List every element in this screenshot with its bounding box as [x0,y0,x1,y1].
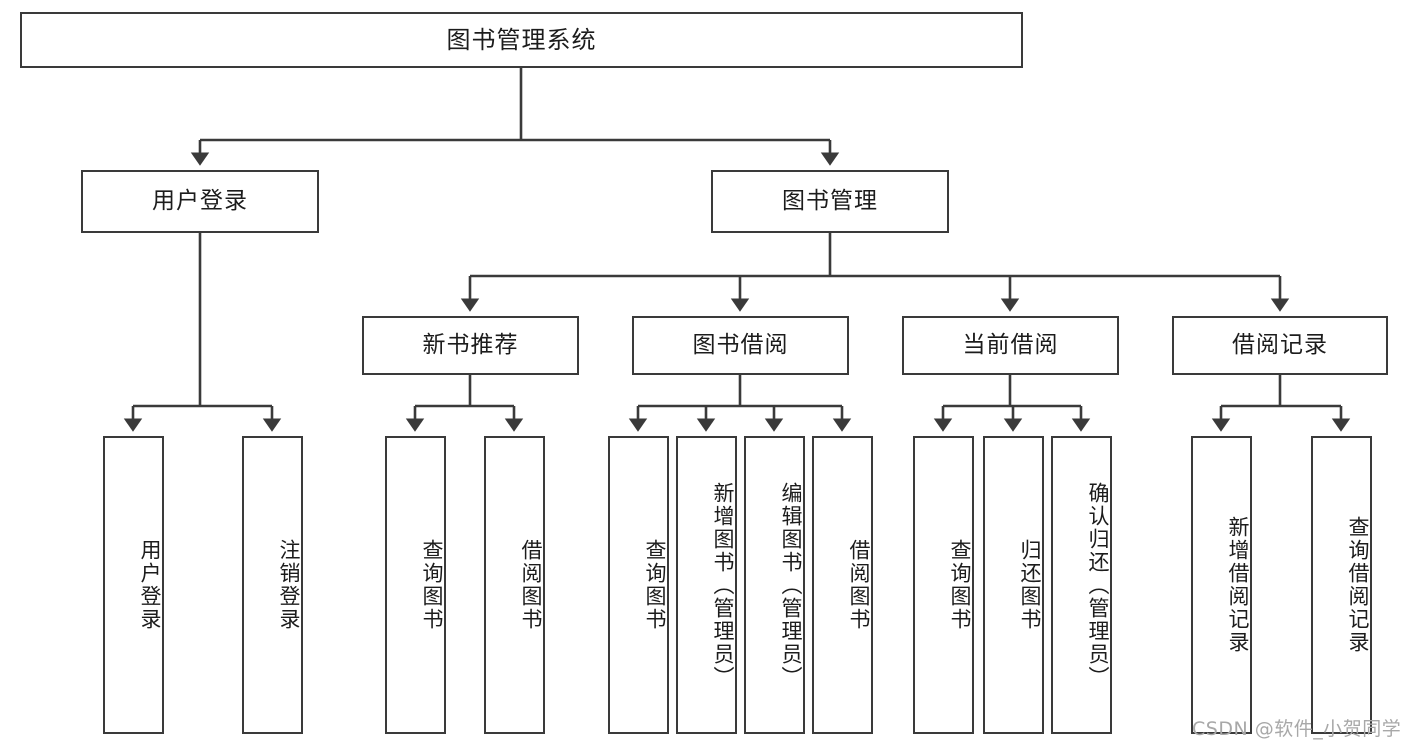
node-root[interactable]: 图书管理系统 [20,12,1023,68]
leaf-borrow-book-label: 借阅图书 [847,539,871,631]
leaf-query-book-recommend[interactable]: 查询图书 [385,436,446,734]
leaf-logout-label: 注销登录 [277,539,301,631]
leaf-borrow-book-recommend-label: 借阅图书 [519,539,543,631]
leaf-user-login-label: 用户登录 [138,539,162,631]
leaf-confirm-return-admin-label: 确认归还（管理员） [1086,481,1110,689]
node-new-book-recommend[interactable]: 新书推荐 [362,316,579,375]
leaf-borrow-book[interactable]: 借阅图书 [812,436,873,734]
leaf-logout[interactable]: 注销登录 [242,436,303,734]
node-borrow-record[interactable]: 借阅记录 [1172,316,1388,375]
leaf-add-borrow-record-label: 新增借阅记录 [1226,516,1250,654]
node-book-borrow[interactable]: 图书借阅 [632,316,849,375]
leaf-edit-book-admin[interactable]: 编辑图书（管理员） [744,436,805,734]
leaf-edit-book-admin-label: 编辑图书（管理员） [779,481,803,689]
node-new-book-recommend-label: 新书推荐 [422,331,519,358]
node-book-borrow-label: 图书借阅 [692,331,789,358]
node-current-borrow[interactable]: 当前借阅 [902,316,1119,375]
node-user-login-label: 用户登录 [152,187,248,214]
node-root-label: 图书管理系统 [446,25,597,54]
leaf-add-book-admin[interactable]: 新增图书（管理员） [676,436,737,734]
leaf-return-book-label: 归还图书 [1018,539,1042,631]
node-user-login[interactable]: 用户登录 [81,170,319,233]
leaf-query-book-borrow-label: 查询图书 [643,539,667,631]
leaf-query-book-current[interactable]: 查询图书 [913,436,974,734]
node-book-management-label: 图书管理 [782,187,878,214]
node-current-borrow-label: 当前借阅 [962,331,1059,358]
leaf-query-book-borrow[interactable]: 查询图书 [608,436,669,734]
leaf-add-borrow-record[interactable]: 新增借阅记录 [1191,436,1252,734]
leaf-query-book-recommend-label: 查询图书 [420,539,444,631]
leaf-return-book[interactable]: 归还图书 [983,436,1044,734]
leaf-add-book-admin-label: 新增图书（管理员） [711,481,735,689]
leaf-query-borrow-record[interactable]: 查询借阅记录 [1311,436,1372,734]
leaf-query-borrow-record-label: 查询借阅记录 [1346,516,1370,654]
leaf-query-book-current-label: 查询图书 [948,539,972,631]
node-borrow-record-label: 借阅记录 [1232,331,1328,358]
csdn-watermark: CSDN @软件_小贺同学 [1192,718,1402,740]
leaf-borrow-book-recommend[interactable]: 借阅图书 [484,436,545,734]
node-book-management[interactable]: 图书管理 [711,170,949,233]
leaf-confirm-return-admin[interactable]: 确认归还（管理员） [1051,436,1112,734]
leaf-user-login[interactable]: 用户登录 [103,436,164,734]
